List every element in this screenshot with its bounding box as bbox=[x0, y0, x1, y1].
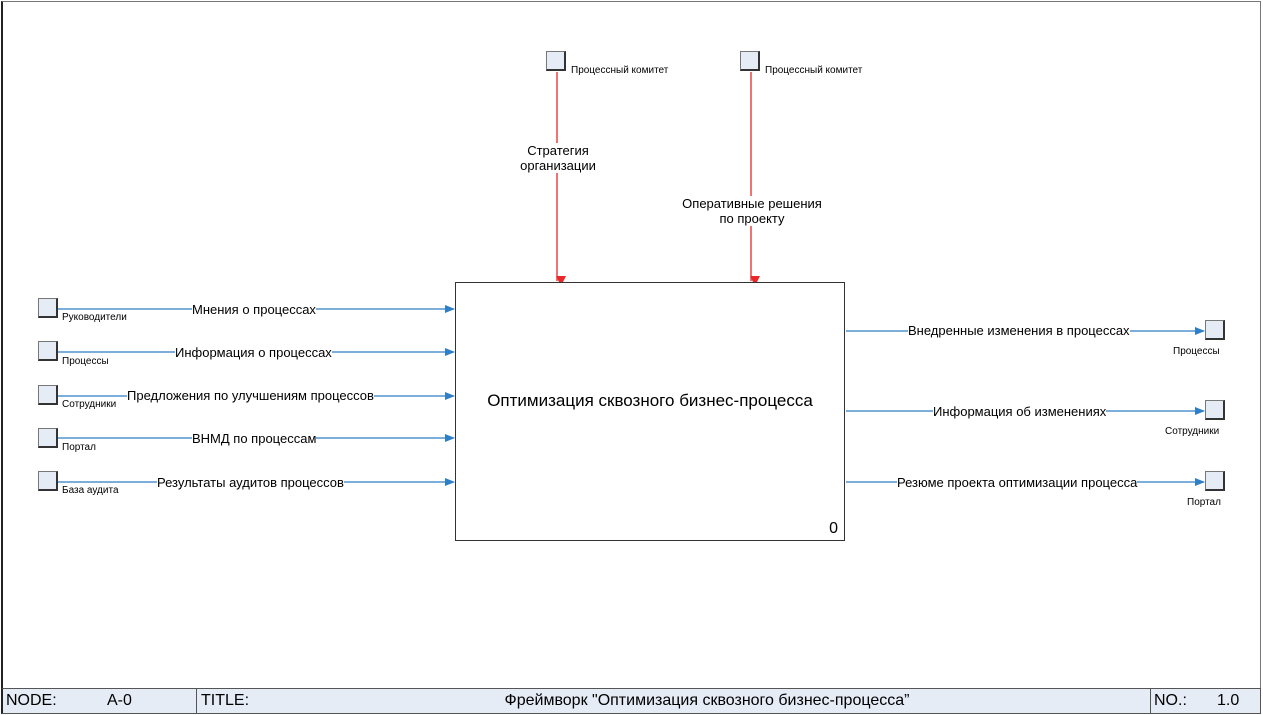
output-label-2[interactable]: Информация об изменениях bbox=[933, 404, 1107, 419]
control-label-2-line-1: Оперативные решения bbox=[682, 196, 822, 211]
output-tunnel-label-2: Сотрудники bbox=[1165, 426, 1220, 437]
input-label-1[interactable]: Мнения о процессах bbox=[192, 302, 316, 317]
input-label-4[interactable]: ВНМД по процессам bbox=[192, 431, 317, 446]
output-label-3[interactable]: Резюме проекта оптимизации процесса bbox=[897, 475, 1138, 490]
activity-box[interactable]: Оптимизация сквозного бизнес-процесса 0 bbox=[455, 282, 845, 541]
control-label-1-line-2: организации bbox=[520, 158, 596, 173]
input-label-5[interactable]: Результаты аудитов процессов bbox=[157, 475, 344, 490]
node-value: A-0 bbox=[107, 692, 132, 709]
input-tunnel-box-1[interactable] bbox=[38, 298, 58, 318]
input-tunnel-label-1: Руководители bbox=[62, 312, 127, 323]
control-label-2[interactable]: Оперативные решения по проекту bbox=[672, 196, 832, 226]
activity-name: Оптимизация сквозного бизнес-процесса bbox=[487, 391, 813, 410]
input-tunnel-label-5: База аудита bbox=[62, 485, 119, 496]
input-tunnel-label-3: Сотрудники bbox=[62, 399, 117, 410]
output-label-1[interactable]: Внедренные изменения в процессах bbox=[908, 323, 1130, 338]
no-value: 1.0 bbox=[1217, 692, 1240, 709]
output-tunnel-box-2[interactable] bbox=[1205, 400, 1225, 420]
control-label-1[interactable]: Стратегия организации bbox=[506, 143, 610, 173]
control-tunnel-box-1[interactable] bbox=[546, 51, 566, 71]
control-label-1-line-1: Стратегия bbox=[527, 143, 589, 158]
footer-bar: NODE: A-0 TITLE: Фреймворк "Оптимизация … bbox=[1, 688, 1261, 714]
control-label-2-line-2: по проекту bbox=[719, 211, 785, 226]
input-tunnel-box-3[interactable] bbox=[38, 385, 58, 405]
output-tunnel-label-1: Процессы bbox=[1173, 346, 1220, 357]
input-tunnel-label-4: Портал bbox=[62, 442, 96, 453]
input-tunnel-box-5[interactable] bbox=[38, 471, 58, 491]
input-tunnel-box-4[interactable] bbox=[38, 428, 58, 448]
control-tunnel-box-2[interactable] bbox=[740, 51, 760, 71]
control-tunnel-label-1: Процессный комитет bbox=[571, 65, 669, 76]
input-label-2[interactable]: Информация о процессах bbox=[175, 345, 332, 360]
activity-number: 0 bbox=[829, 520, 838, 537]
footer-divider bbox=[196, 689, 197, 713]
title-label: TITLE: bbox=[201, 692, 250, 709]
input-tunnel-label-2: Процессы bbox=[62, 356, 109, 367]
output-tunnel-box-1[interactable] bbox=[1205, 320, 1225, 340]
footer-divider bbox=[1150, 689, 1151, 713]
no-label: NO.: bbox=[1154, 692, 1187, 709]
output-tunnel-label-3: Портал bbox=[1187, 497, 1221, 508]
control-tunnel-label-2: Процессный комитет bbox=[765, 65, 863, 76]
input-tunnel-box-2[interactable] bbox=[38, 341, 58, 361]
title-value: Фреймворк "Оптимизация сквозного бизнес-… bbox=[504, 692, 910, 709]
input-label-3[interactable]: Предложения по улучшениям процессов bbox=[127, 388, 374, 403]
node-label: NODE: bbox=[6, 692, 57, 709]
output-tunnel-box-3[interactable] bbox=[1205, 471, 1225, 491]
